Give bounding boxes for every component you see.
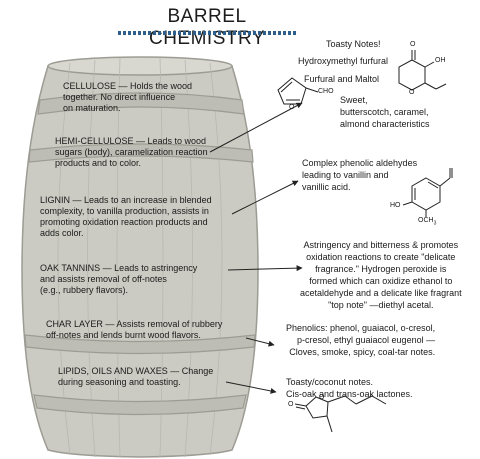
title-underline	[118, 31, 298, 35]
oak-lactone-structure	[294, 395, 387, 433]
note-phenolics: Phenolics: phenol, guaiacol, o-cresol, p…	[286, 323, 436, 357]
vanillin-structure	[402, 168, 453, 217]
vanillin-och3-label: OCH3	[418, 217, 437, 227]
layer-label-oak-tannins: OAK TANNINS — Leads to astringency and a…	[40, 263, 198, 295]
layer-label-cellulose: CELLULOSE — Holds the wood together. No …	[63, 81, 193, 113]
lactone-ring-o-label: O	[319, 394, 325, 401]
maltol-structure	[398, 50, 447, 91]
layer-label-char-layer: CHAR LAYER — Assists removal of rubbery …	[46, 319, 223, 340]
note-sweet: Sweet, butterscotch, caramel, almond cha…	[340, 95, 430, 129]
note-furfural: Furfural and Maltol	[304, 74, 380, 84]
maltol-carbonyl-o-label: O	[410, 41, 416, 48]
barrel-hoop-4	[33, 394, 247, 416]
maltol-oh-label: OH	[435, 57, 446, 64]
maltol-ring-o-label: O	[409, 89, 415, 96]
arrow-lignin	[231, 180, 299, 215]
layer-label-lipids: LIPIDS, OILS AND WAXES — Change during s…	[58, 366, 214, 387]
arrow-hemicellulose	[209, 102, 303, 153]
note-hmf: Hydroxymethyl furfural	[298, 56, 389, 66]
arrow-char-layer	[245, 337, 275, 347]
note-astringency: Astringency and bitterness & promotes ox…	[300, 240, 462, 310]
note-phenolic-aldehydes: Complex phenolic aldehydes leading to va…	[302, 158, 418, 192]
note-toasty: Toasty Notes!	[326, 39, 381, 49]
furfural-o-label: O	[289, 104, 295, 111]
layer-label-lignin: LIGNIN — Leads to an increase in blended…	[40, 195, 212, 238]
furfural-structure	[277, 77, 319, 105]
furfural-cho-label: CHO	[318, 88, 334, 95]
barrel-hoop-3	[24, 334, 256, 355]
lactone-carbonyl-o-label: O	[288, 401, 294, 408]
arrow-oak-tannins	[227, 265, 303, 272]
barrel-top-rim	[47, 56, 233, 76]
arrow-lipids	[225, 381, 277, 394]
barrel-hoop-1	[37, 92, 245, 115]
vanillin-ho-label: HO	[390, 202, 401, 209]
note-coconut: Toasty/coconut notes. Cis-oak and trans-…	[286, 377, 413, 399]
layer-label-hemicellulose: HEMI-CELLULOSE — Leads to wood sugars (b…	[55, 136, 208, 168]
barrel-hoop-2	[28, 143, 254, 163]
